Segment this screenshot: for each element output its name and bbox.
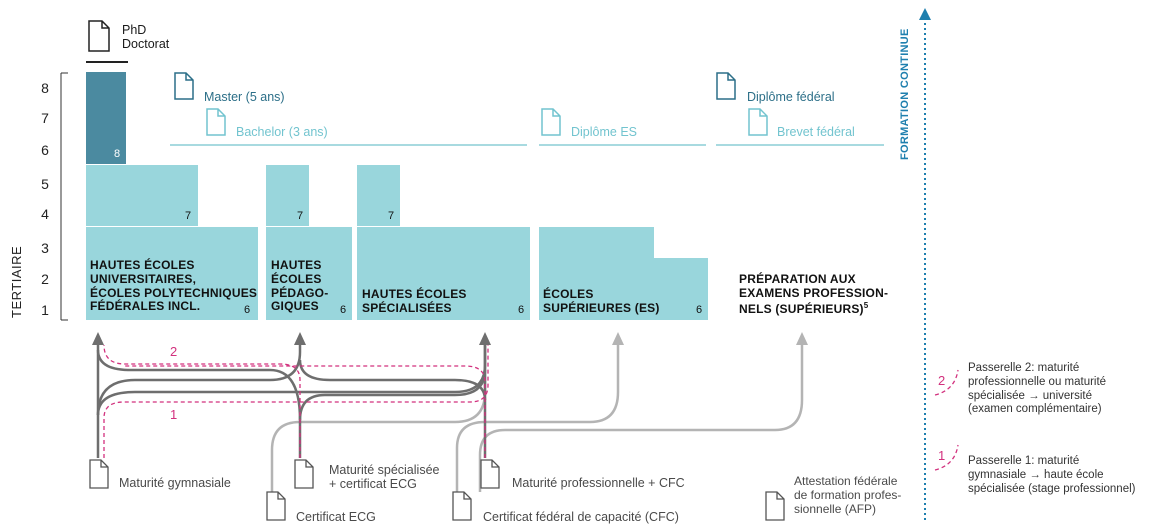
hep-block-level-7 (266, 165, 309, 226)
hep-label: HAUTES ÉCOLES PÉDAGO- GIQUES (271, 258, 329, 314)
hu-num-7: 7 (185, 210, 192, 222)
prep-footnote: 5 (863, 300, 869, 310)
hu-block-level-6 (86, 227, 258, 320)
y-label-7: 7 (41, 110, 49, 126)
es-label: ÉCOLES SUPÉRIEURES (ES) (543, 287, 660, 315)
diplome-es-label: Diplôme ES (571, 125, 637, 139)
hes-label: HAUTES ÉCOLES SPÉCIALISÉES (362, 287, 467, 315)
hu-block-level-7 (86, 165, 198, 226)
y-axis-ticks (60, 72, 68, 321)
passerelle-1-path-number: 1 (170, 407, 178, 422)
document-icon (174, 72, 194, 100)
hu-num-8: 8 (114, 148, 121, 160)
document-icon (748, 108, 768, 136)
prep-label: PRÉPARATION AUX EXAMENS PROFESSION- NELS… (739, 272, 889, 316)
hu-num-6: 6 (244, 304, 251, 316)
legend-passerelle-2-text: Passerelle 2: maturité professionnelle o… (968, 362, 1107, 416)
y-label-1: 1 (41, 302, 49, 318)
tertiaire-label: TERTIAIRE (9, 245, 24, 318)
paths-dark (92, 332, 491, 458)
hes-block-level-6 (357, 227, 530, 320)
document-icon (88, 20, 110, 52)
hu-block-level-8 (86, 72, 126, 164)
certificat-ecg-label: Certificat ECG (296, 510, 376, 524)
document-icon (294, 459, 314, 489)
legend-curves (934, 369, 959, 471)
phd-label: PhD Doctorat (122, 23, 170, 52)
hes-num-7: 7 (388, 210, 395, 222)
afp-label: Attestation fédérale de formation profes… (794, 474, 902, 516)
cfc-label: Certificat fédéral de capacité (CFC) (483, 510, 679, 524)
diplome-federal-label: Diplôme fédéral (747, 90, 835, 104)
y-label-2: 2 (41, 271, 49, 287)
document-icon (452, 491, 472, 521)
paths-light (270, 332, 808, 492)
legend-passerelle-2-number: 2 (938, 373, 946, 388)
hes-num-6: 6 (518, 304, 525, 316)
document-icon (266, 491, 286, 521)
master-label: Master (5 ans) (204, 90, 285, 104)
y-label-3: 3 (41, 240, 49, 256)
es-num-6: 6 (696, 304, 703, 316)
document-icon (541, 108, 561, 136)
bachelor-label: Bachelor (3 ans) (236, 125, 328, 139)
passerelle-2-path-number: 2 (170, 344, 178, 359)
hep-block-level-6 (266, 227, 352, 320)
hes-block-level-7 (357, 165, 400, 226)
document-icon (765, 491, 785, 521)
hu-label: HAUTES ÉCOLES UNIVERSITAIRES, ÉCOLES POL… (90, 258, 258, 314)
maturite-gymnasiale-label: Maturité gymnasiale (119, 476, 231, 490)
hep-num-7: 7 (297, 210, 304, 222)
es-block-lower (539, 258, 708, 320)
maturite-specialisee-label: Maturité spécialisée + certificat ECG (329, 463, 440, 492)
document-icon (206, 108, 226, 136)
passerelles (103, 344, 489, 458)
legend-passerelle-1-text: Passerelle 1: maturité gymnasiale → haut… (968, 455, 1136, 495)
y-label-6: 6 (41, 142, 49, 158)
legend-passerelle-1-number: 1 (938, 448, 946, 463)
maturite-professionnelle-label: Maturité professionnelle + CFC (512, 476, 685, 490)
prep-label-text: PRÉPARATION AUX EXAMENS PROFESSION- NELS… (739, 272, 889, 316)
formation-continue-arrow (919, 8, 931, 520)
y-label-4: 4 (41, 206, 49, 222)
brevet-federal-label: Brevet fédéral (777, 125, 855, 139)
y-label-8: 8 (41, 80, 49, 96)
document-icon (716, 72, 736, 100)
formation-continue-label: FORMATION CONTINUE (899, 28, 911, 160)
hep-num-6: 6 (340, 304, 347, 316)
document-icon (89, 459, 109, 489)
document-icon (480, 459, 500, 489)
y-label-5: 5 (41, 176, 49, 192)
